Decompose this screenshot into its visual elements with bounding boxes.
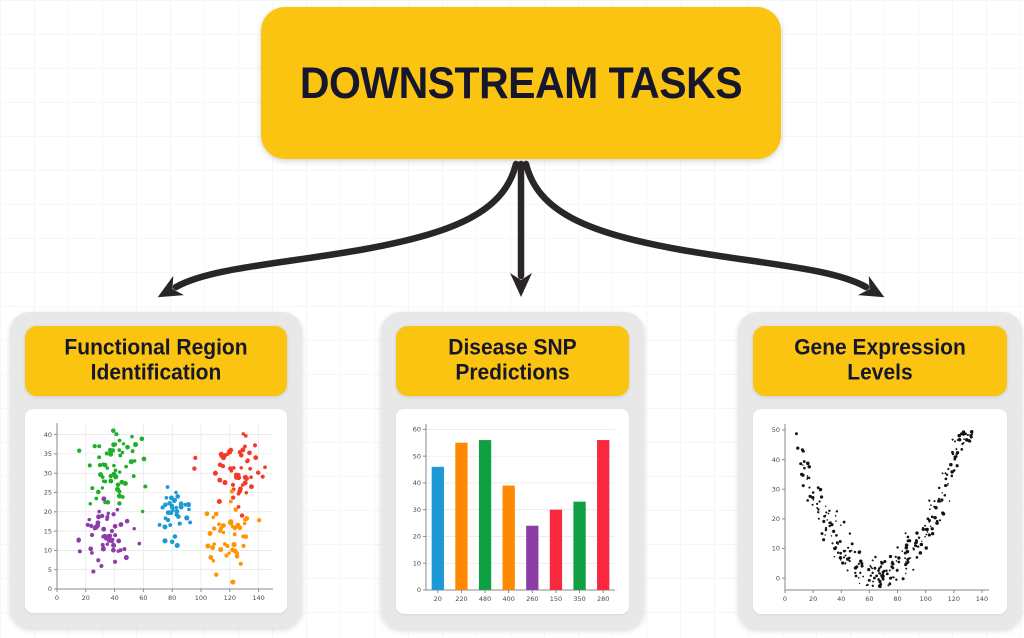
downstream-tasks-box: DOWNSTREAM TASKS [261,7,781,159]
gene-expression-chart-panel: 0 10 20 30 40 50 0 20 40 60 80 100 120 140 [753,409,1007,614]
svg-text:25: 25 [44,489,52,497]
disease-snp-bar-chart: 0 10 20 30 40 50 60 20 220 480 400 260 150 350 280 [413,423,615,603]
svg-text:0: 0 [48,585,52,593]
svg-text:100: 100 [195,594,207,602]
svg-text:50: 50 [413,452,421,460]
svg-text:80: 80 [893,595,901,603]
svg-text:100: 100 [919,595,931,603]
card-functional-region-identification: Functional Region Identification 0 5 10 15 2… [10,312,302,628]
functional-region-chart-panel: 0 5 10 15 20 25 30 35 40 0 20 40 60 80 100 120 140 [25,409,287,613]
functional-region-title-line2: Identification [90,360,222,385]
gene-expression-title-line2: Levels [847,360,913,385]
svg-text:0: 0 [776,574,780,582]
svg-text:0: 0 [55,594,59,602]
svg-text:40: 40 [772,455,780,463]
svg-text:20: 20 [413,532,421,540]
svg-text:5: 5 [48,566,52,574]
svg-text:30: 30 [772,485,780,493]
svg-text:20: 20 [434,595,442,603]
gene-expression-header: Gene Expression Levels [753,326,1007,396]
card-disease-snp-predictions: Disease SNP Predictions 0 10 20 30 40 50 60 20 2… [381,312,644,629]
svg-text:20: 20 [44,508,52,516]
arrow-to-functional-region [157,160,520,298]
functional-region-header: Functional Region Identification [25,326,287,396]
svg-text:60: 60 [865,595,873,603]
svg-text:30: 30 [44,469,52,477]
svg-text:15: 15 [44,527,52,535]
arrow-to-gene-expression [522,160,885,298]
svg-text:30: 30 [413,505,421,513]
functional-region-title-line1: Functional Region [64,335,248,360]
svg-text:220: 220 [455,595,467,603]
svg-text:260: 260 [526,595,538,603]
disease-snp-title-line1: Disease SNP [448,335,577,360]
svg-text:40: 40 [44,431,52,439]
svg-text:140: 140 [976,595,988,603]
svg-text:150: 150 [550,595,562,603]
gene-expression-scatter-chart: 0 10 20 30 40 50 0 20 40 60 80 100 120 140 [772,423,989,603]
svg-text:0: 0 [417,586,421,594]
svg-text:10: 10 [413,559,421,567]
svg-text:40: 40 [837,595,845,603]
svg-text:0: 0 [783,595,787,603]
svg-text:40: 40 [110,594,118,602]
svg-text:20: 20 [809,595,817,603]
svg-text:120: 120 [948,595,960,603]
svg-text:280: 280 [597,595,609,603]
svg-text:140: 140 [252,594,264,602]
svg-text:60: 60 [413,425,421,433]
svg-text:350: 350 [573,595,585,603]
functional-region-cluster-scatter-chart: 0 5 10 15 20 25 30 35 40 0 20 40 60 80 100 120 140 [44,423,273,602]
downstream-tasks-label: DOWNSTREAM TASKS [299,57,743,108]
svg-text:120: 120 [224,594,236,602]
svg-text:400: 400 [502,595,514,603]
svg-text:10: 10 [44,547,52,555]
svg-text:20: 20 [82,594,90,602]
gene-expression-title-line1: Gene Expression [794,335,966,360]
svg-text:50: 50 [772,426,780,434]
svg-text:20: 20 [772,515,780,523]
svg-text:80: 80 [168,594,176,602]
svg-text:35: 35 [44,450,52,458]
card-gene-expression-levels: Gene Expression Levels 0 10 20 30 40 50 0 20 40 6… [738,312,1022,629]
disease-snp-header: Disease SNP Predictions [396,326,629,396]
svg-text:480: 480 [479,595,491,603]
disease-snp-title-line2: Predictions [455,360,570,385]
disease-snp-chart-panel: 0 10 20 30 40 50 60 20 220 480 400 260 150 350 280 [396,409,629,614]
svg-text:10: 10 [772,544,780,552]
svg-text:60: 60 [139,594,147,602]
svg-text:40: 40 [413,479,421,487]
